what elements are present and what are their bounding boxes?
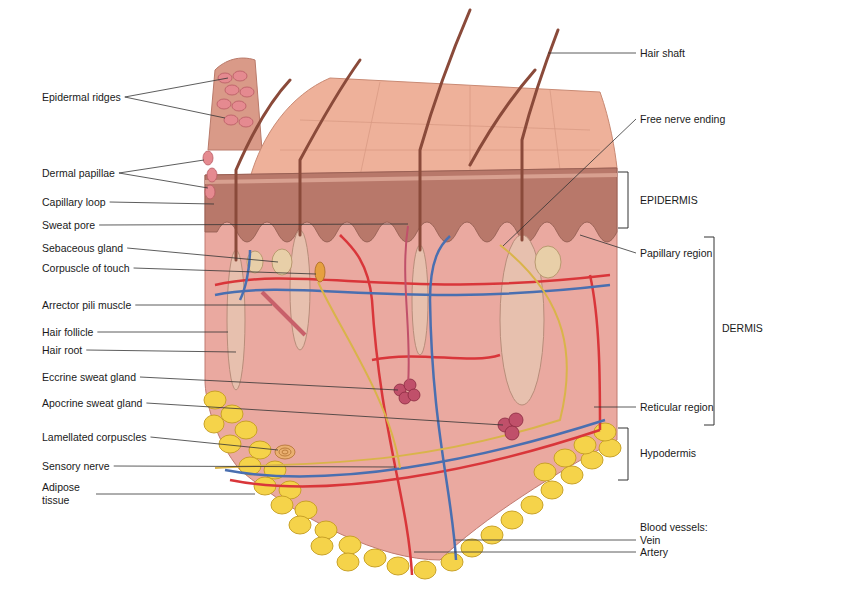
dermis-block <box>205 168 617 560</box>
leader-line <box>119 173 208 188</box>
apocrine-sweat-gland <box>498 413 523 440</box>
part-label: Corpuscle of touch <box>42 262 130 275</box>
part-label: Hair follicle <box>42 326 93 339</box>
part-label: Dermal papillae <box>42 167 115 180</box>
leader-line <box>548 53 636 54</box>
leader-line <box>86 350 236 352</box>
leader-line <box>99 224 408 225</box>
part-label: Vein <box>640 534 660 547</box>
leader-line <box>146 403 503 425</box>
part-label: Arrector pili muscle <box>42 299 131 312</box>
sensory-nerves <box>215 245 567 468</box>
eccrine-sweat-gland <box>394 379 420 404</box>
part-label: Hair root <box>42 344 82 357</box>
part-label: DERMIS <box>722 322 763 335</box>
dermal-papillae <box>203 151 217 199</box>
leader-line <box>127 248 278 262</box>
corpuscle-of-touch <box>315 262 325 282</box>
epidermis-band <box>205 168 617 242</box>
part-label: Free nerve ending <box>640 113 725 126</box>
part-label: Papillary region <box>640 247 712 260</box>
part-label: Eccrine sweat gland <box>42 371 136 384</box>
hair-shafts <box>236 10 558 260</box>
surface-grooves <box>280 82 600 176</box>
part-label: Hair shaft <box>640 47 685 60</box>
part-label: EPIDERMIS <box>640 194 698 207</box>
part-label: Apocrine sweat gland <box>42 397 142 410</box>
region-brackets <box>618 172 714 480</box>
leader-line <box>125 78 228 97</box>
hair-follicles <box>227 230 544 405</box>
part-label: Sebaceous gland <box>42 242 123 255</box>
skin-surface <box>250 78 617 178</box>
part-label: Capillary loop <box>42 196 106 209</box>
part-label: Adipose tissue <box>42 481 92 507</box>
sweat-duct <box>405 226 409 385</box>
leader-line <box>114 466 395 467</box>
veins <box>215 236 610 560</box>
part-label: Epidermal ridges <box>42 91 121 104</box>
part-label: Sweat pore <box>42 219 95 232</box>
part-label: Blood vessels: <box>640 521 708 534</box>
epidermal-flap <box>208 58 262 150</box>
leader-line <box>503 119 636 246</box>
leader-line <box>455 540 636 541</box>
leader-line <box>134 268 316 274</box>
arteries <box>215 235 610 575</box>
part-label: Lamellated corpuscles <box>42 431 146 444</box>
part-label: Sensory nerve <box>42 460 110 473</box>
lamellated-corpuscle <box>275 445 295 459</box>
leader-line <box>150 437 278 450</box>
arrector-pili <box>262 292 305 335</box>
leader-line <box>96 494 255 495</box>
leader-line <box>97 332 228 333</box>
leader-line <box>135 305 272 306</box>
part-label: Reticular region <box>640 401 714 414</box>
leader-line <box>580 235 636 253</box>
part-label: Artery <box>640 546 668 559</box>
leader-line <box>125 97 225 118</box>
leader-line <box>119 160 204 173</box>
leader-line <box>414 552 636 553</box>
stratum-corneum <box>205 175 617 182</box>
leader-line <box>140 377 398 390</box>
part-label: Hypodermis <box>640 447 696 460</box>
leader-line <box>110 202 214 204</box>
leader-line <box>594 407 636 408</box>
